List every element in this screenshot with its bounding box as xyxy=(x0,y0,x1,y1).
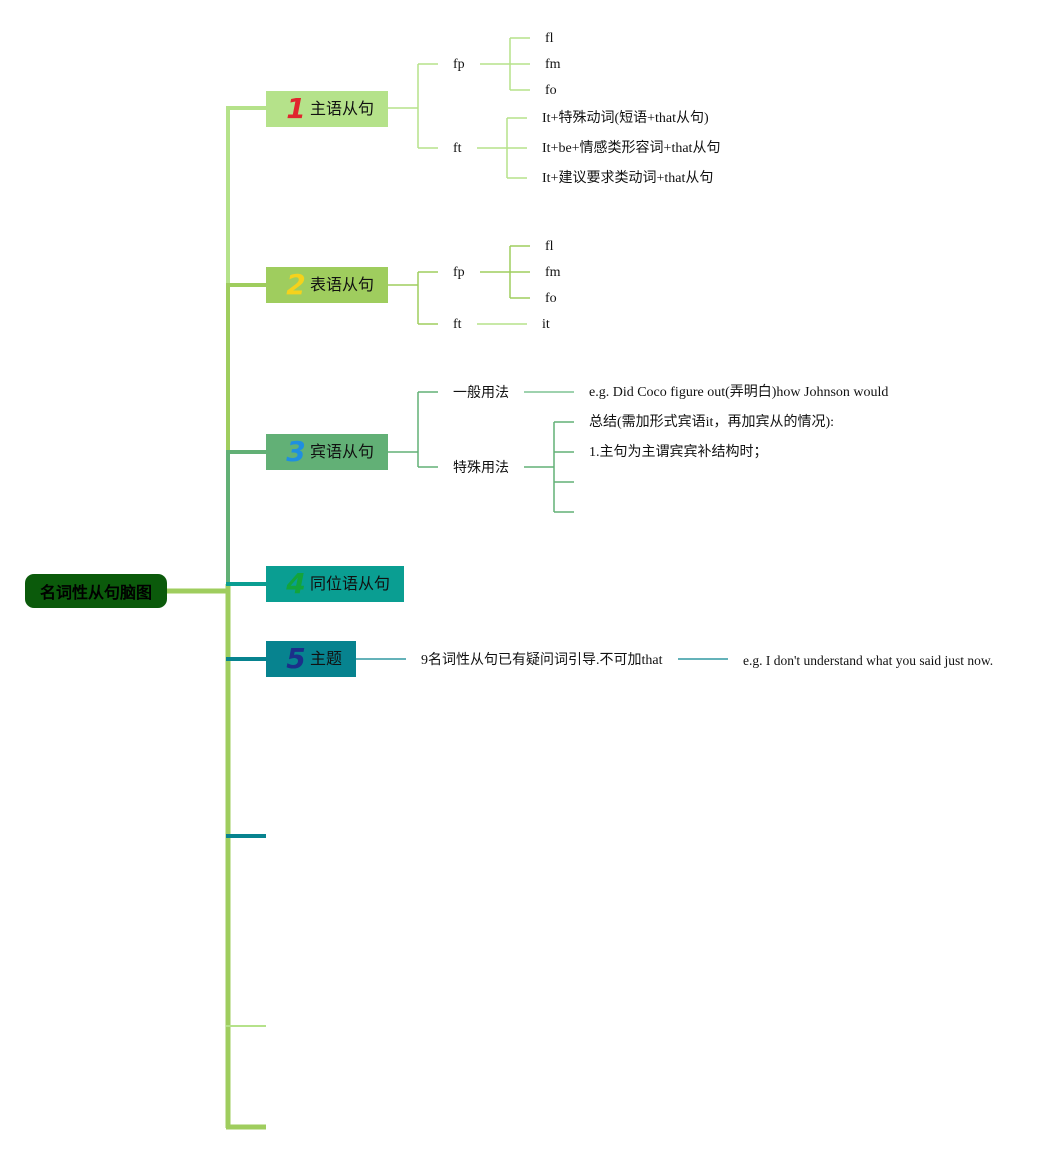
topic-subject-clause[interactable]: 1 主语从句 xyxy=(266,91,388,127)
root-label: 名词性从句脑图 xyxy=(39,583,152,602)
connector-t2-branches xyxy=(388,271,438,325)
topic-label: 主题 xyxy=(310,649,343,668)
branch-special-usage[interactable]: 特殊用法 xyxy=(453,460,509,476)
leaf-it-suggest-verb[interactable]: It+建议要求类动词+that从句 xyxy=(542,171,714,186)
topic-predicative-clause[interactable]: 2 表语从句 xyxy=(266,267,388,303)
topic-number-5: 5 xyxy=(286,642,306,675)
leaf-example-understand[interactable]: e.g. I don't understand what you said ju… xyxy=(743,653,994,668)
leaf-example-coco[interactable]: e.g. Did Coco figure out(弄明白)how Johnson… xyxy=(589,385,889,400)
connector-t3-branches xyxy=(388,391,438,468)
leaf-fo[interactable]: fo xyxy=(545,83,557,98)
topic-number-2: 2 xyxy=(286,268,306,301)
leaf-fo[interactable]: fo xyxy=(545,291,557,306)
branch-ft[interactable]: ft xyxy=(453,317,462,332)
leaf-it[interactable]: it xyxy=(542,317,550,332)
topic-number-1: 1 xyxy=(286,92,306,125)
branch-no-that-rule[interactable]: 9名词性从句已有疑问词引导.不可加that xyxy=(421,653,663,668)
branch-ft[interactable]: ft xyxy=(453,141,462,156)
connector-t3-special-leaves xyxy=(524,421,574,513)
branch-general-usage[interactable]: 一般用法 xyxy=(453,385,509,401)
topic-theme[interactable]: 5 主题 xyxy=(266,641,356,677)
topic-appositive-clause[interactable]: 4 同位语从句 xyxy=(266,566,404,602)
connector-t2-fp-leaves xyxy=(480,245,530,299)
leaf-fm[interactable]: fm xyxy=(545,57,561,72)
topic-label: 宾语从句 xyxy=(310,442,375,461)
connector-t1-branches xyxy=(388,63,438,149)
branch-fp[interactable]: fp xyxy=(453,265,465,280)
topic-label: 主语从句 xyxy=(310,99,375,118)
branch-fp[interactable]: fp xyxy=(453,57,465,72)
leaf-fl[interactable]: fl xyxy=(545,239,554,254)
leaf-fm[interactable]: fm xyxy=(545,265,561,280)
topic-label: 同位语从句 xyxy=(310,574,391,593)
leaf-fl[interactable]: fl xyxy=(545,31,554,46)
topic-number-4: 4 xyxy=(286,567,306,600)
topic-object-clause[interactable]: 3 宾语从句 xyxy=(266,434,388,470)
leaf-it-special-verb[interactable]: It+特殊动词(短语+that从句) xyxy=(542,111,709,126)
topic-number-3: 3 xyxy=(286,435,306,468)
connector-t1-ft-leaves xyxy=(477,117,527,179)
leaf-summary[interactable]: 总结(需加形式宾语it，再加宾从的情况): xyxy=(589,415,834,430)
root-topic[interactable]: 名词性从句脑图 xyxy=(25,574,167,608)
leaf-rule-1[interactable]: 1.主句为主谓宾宾补结构时； xyxy=(589,445,768,460)
topic-label: 表语从句 xyxy=(310,275,375,294)
leaf-it-be-adjective[interactable]: It+be+情感类形容词+that从句 xyxy=(542,141,721,156)
connector-t1-fp-leaves xyxy=(480,37,530,91)
